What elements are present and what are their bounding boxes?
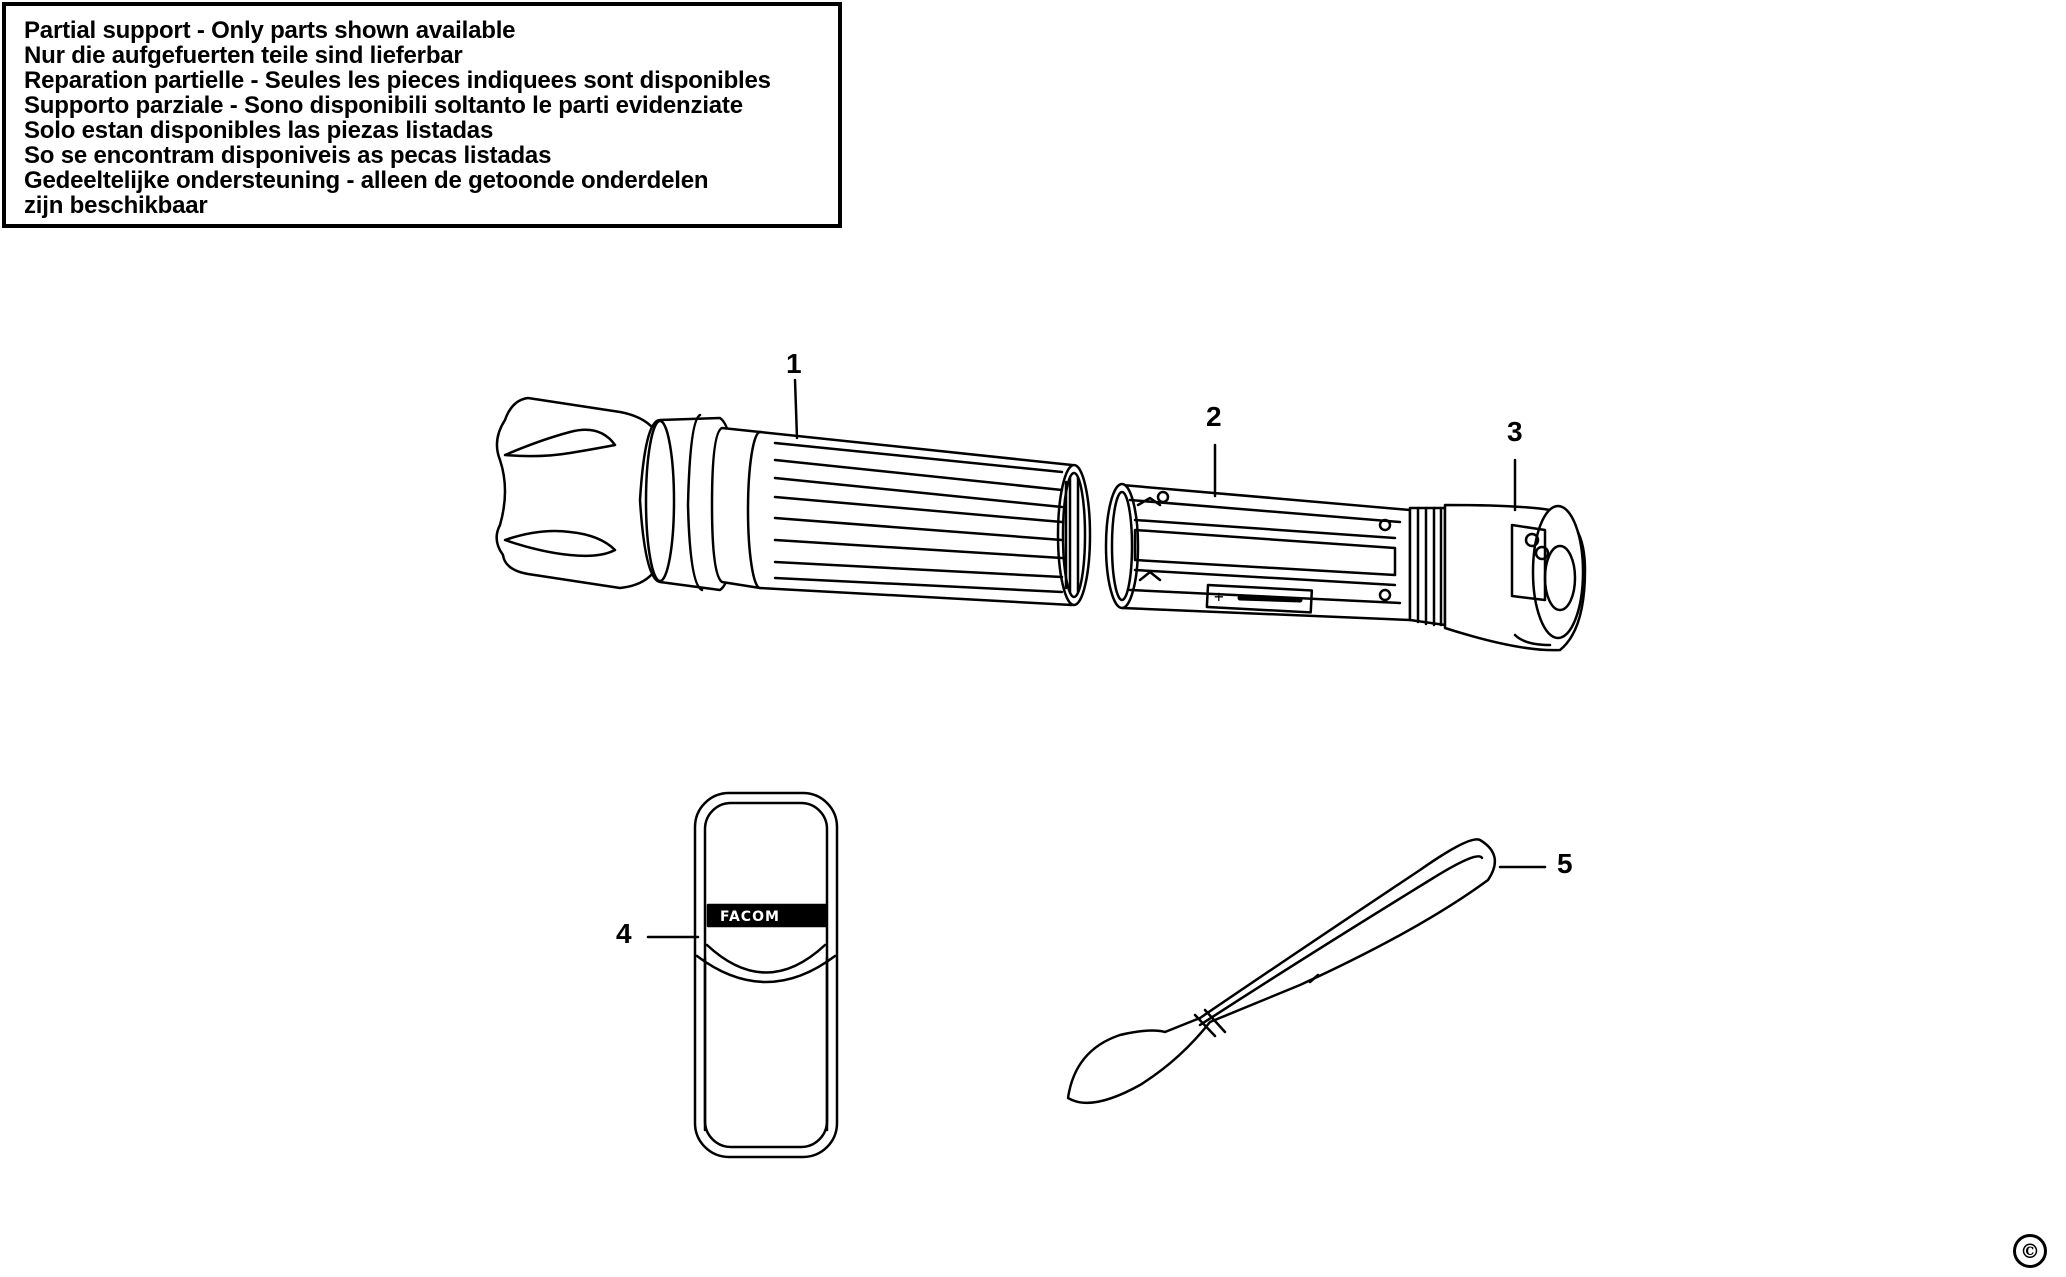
facom-logo: FACOM — [720, 909, 780, 925]
callout-1: 1 — [786, 348, 802, 379]
notice-line-dutch-cont: zijn beschikbaar — [24, 192, 208, 219]
callout-4: 4 — [616, 918, 632, 949]
flashlight-head-tube — [495, 396, 1092, 607]
holster-pouch: FACOM — [693, 791, 839, 1159]
battery-plus-marking: + — [1214, 587, 1224, 606]
notice-line-german: Nur die aufgefuerten teile sind lieferba… — [24, 42, 463, 69]
notice-line-french: Reparation partielle - Seules les pieces… — [24, 67, 771, 94]
battery-carrier: + — [1104, 482, 1412, 622]
copyright-mark: © — [2013, 1234, 2047, 1268]
availability-notice-box: Partial support - Only parts shown avail… — [2, 2, 842, 228]
notice-line-italian: Supporto parziale - Sono disponibili sol… — [24, 92, 743, 119]
tail-cap — [1408, 503, 1587, 652]
notice-line-portuguese: So se encontram disponiveis as pecas lis… — [24, 142, 552, 169]
notice-line-spanish: Solo estan disponibles las piezas listad… — [24, 117, 494, 144]
callout-2: 2 — [1206, 401, 1222, 432]
callout-5: 5 — [1557, 848, 1573, 879]
notice-line-dutch: Gedeeltelijke ondersteuning - alleen de … — [24, 167, 709, 194]
callout-3: 3 — [1507, 416, 1523, 447]
leader-1 — [793, 378, 799, 440]
callout-leaders — [646, 378, 1547, 939]
wrist-strap — [1066, 838, 1497, 1105]
notice-line-english: Partial support - Only parts shown avail… — [24, 17, 516, 44]
